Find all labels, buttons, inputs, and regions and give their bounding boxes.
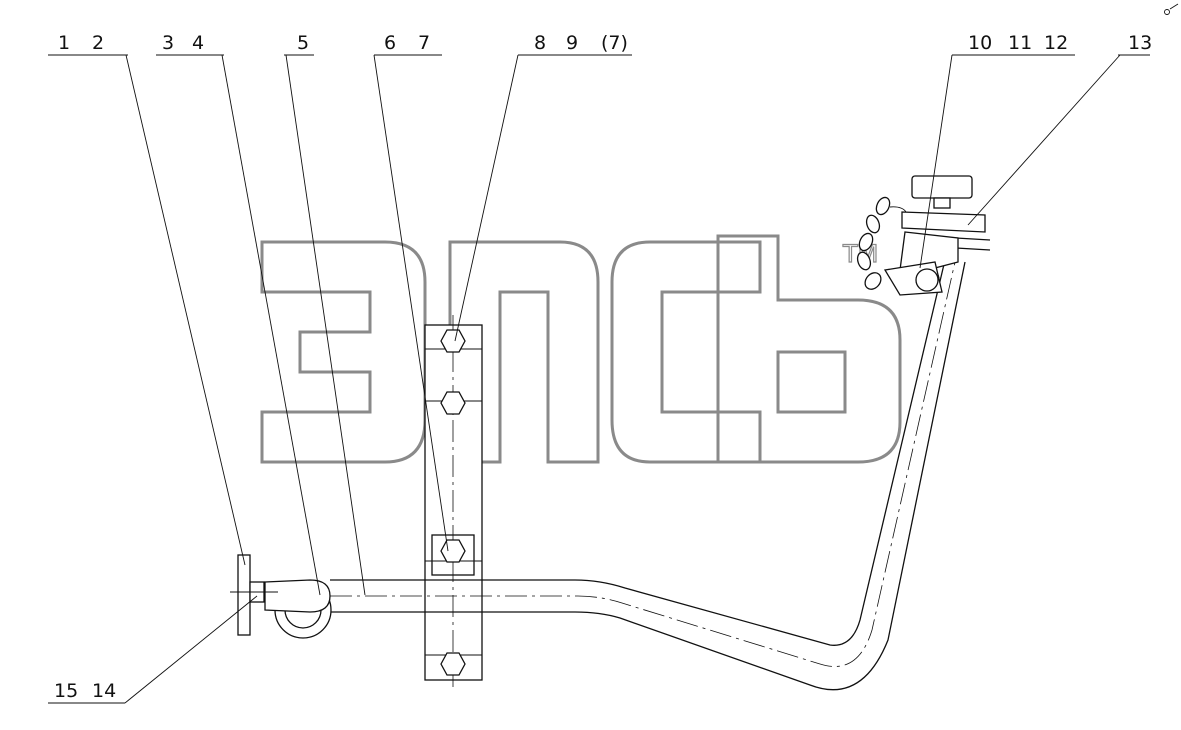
mounting-bracket	[424, 315, 483, 690]
callout-14: 14	[92, 680, 116, 702]
callout-4: 4	[192, 32, 204, 54]
bolt-4	[440, 652, 466, 676]
callout-9: 9	[566, 32, 578, 54]
callout-2: 2	[92, 32, 104, 54]
bolt-1	[440, 329, 466, 353]
callout-13: 13	[1128, 32, 1152, 54]
bolt-3	[440, 539, 466, 563]
pipe	[260, 259, 966, 691]
callout-9b: (7)	[601, 32, 628, 54]
callout-10: 10	[968, 32, 992, 54]
callout-11: 11	[1008, 32, 1032, 54]
callout-7: 7	[418, 32, 430, 54]
watermark-logo: TM	[260, 234, 902, 464]
pipe-elbow	[264, 579, 332, 639]
callout-labels: 1 2 3 4 5 6 7 8 9 (7) 10 11 12 13 15 14	[54, 32, 1152, 702]
callout-1: 1	[58, 32, 70, 54]
callout-12: 12	[1044, 32, 1068, 54]
bolt-2	[440, 391, 466, 415]
callout-15: 15	[54, 680, 78, 702]
valve-assembly	[883, 175, 991, 296]
chain	[856, 196, 907, 290]
corner-mark-icon	[1164, 3, 1179, 15]
end-flange	[230, 554, 278, 636]
callout-6: 6	[384, 32, 396, 54]
callout-8: 8	[534, 32, 546, 54]
callout-3: 3	[162, 32, 174, 54]
callout-leaders	[48, 54, 1150, 704]
callout-5: 5	[297, 32, 309, 54]
